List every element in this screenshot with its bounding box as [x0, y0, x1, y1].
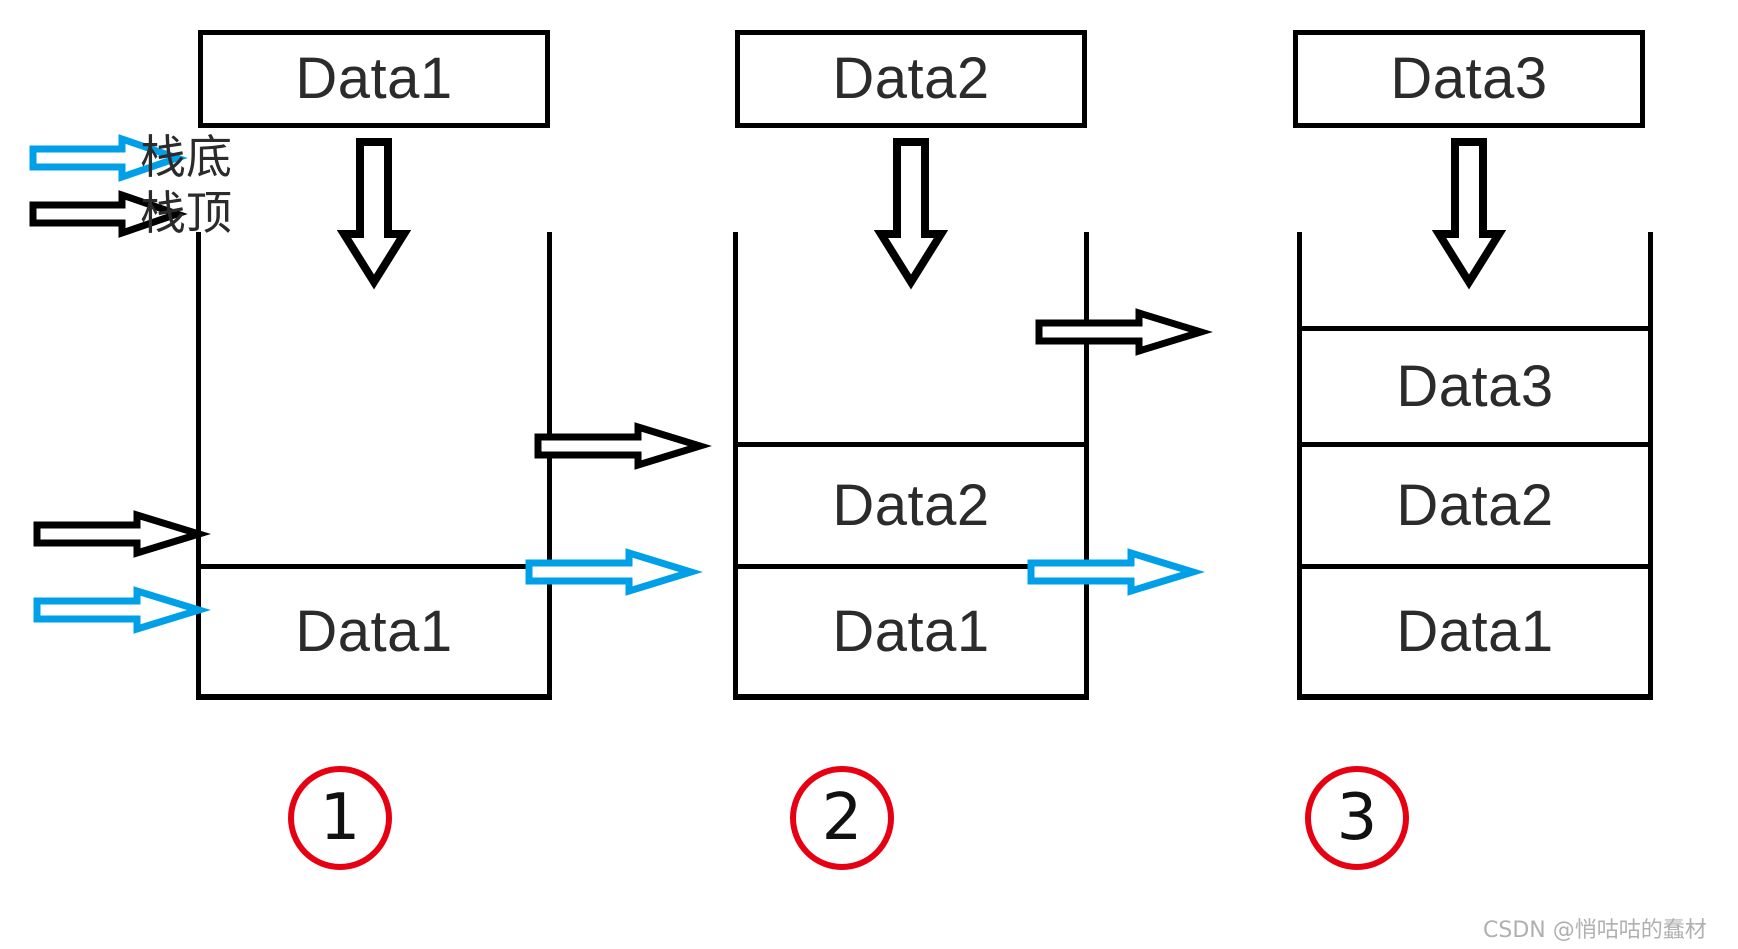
stack-cell-2-1: Data1	[737, 564, 1085, 694]
legend-black-arrow-icon	[29, 190, 188, 238]
stack-cell-3-0: Data3	[1301, 326, 1649, 442]
incoming-data-label-1: Data1	[295, 46, 453, 111]
step-number-1: 1	[319, 781, 361, 855]
push-down-arrow-icon-1	[336, 138, 412, 290]
stack-cell-3-1: Data2	[1301, 442, 1649, 564]
stack-top-pointer-arrow-3	[1035, 308, 1213, 356]
stack-bottom-pointer-arrow-2	[525, 548, 703, 596]
push-down-arrow-icon-2	[873, 138, 949, 290]
step-number-3: 3	[1336, 781, 1378, 855]
legend-label-stack-top: 栈顶	[140, 186, 232, 240]
stack-container-1: Data1	[196, 232, 552, 700]
stack-cell-3-2: Data1	[1301, 564, 1649, 694]
stack-top-pointer-arrow-1	[33, 510, 211, 558]
legend-blue-arrow-icon	[29, 134, 188, 182]
stack-cell-label-2-1: Data1	[832, 598, 990, 664]
stack-container-3: Data3 Data2 Data1	[1297, 232, 1653, 700]
stack-top-pointer-arrow-2	[534, 422, 712, 470]
stack-bottom-pointer-arrow-1	[33, 586, 211, 634]
stack-cell-label-3-0: Data3	[1396, 353, 1554, 419]
stack-cell-label-3-2: Data1	[1396, 598, 1554, 664]
push-down-arrow-icon-3	[1431, 138, 1507, 290]
step-number-2: 2	[821, 781, 863, 855]
incoming-data-box-1: Data1	[198, 30, 550, 128]
stack-cell-label-1-0: Data1	[295, 598, 453, 664]
watermark-text: CSDN @悄咕咕的蠢材	[1483, 918, 1707, 943]
stack-bottom-pointer-arrow-3	[1027, 548, 1205, 596]
incoming-data-box-3: Data3	[1293, 30, 1645, 128]
legend-label-stack-bottom: 栈底	[140, 130, 232, 184]
step-circle-1: 1	[288, 766, 392, 870]
incoming-data-label-2: Data2	[832, 46, 990, 111]
stack-container-2: Data2 Data1	[733, 232, 1089, 700]
stack-cell-1-0: Data1	[200, 564, 548, 694]
stack-cell-label-3-1: Data2	[1396, 472, 1554, 538]
incoming-data-label-3: Data3	[1390, 46, 1548, 111]
step-circle-2: 2	[790, 766, 894, 870]
incoming-data-box-2: Data2	[735, 30, 1087, 128]
stack-cell-2-0: Data2	[737, 442, 1085, 564]
step-circle-3: 3	[1305, 766, 1409, 870]
stack-cell-label-2-0: Data2	[832, 472, 990, 538]
